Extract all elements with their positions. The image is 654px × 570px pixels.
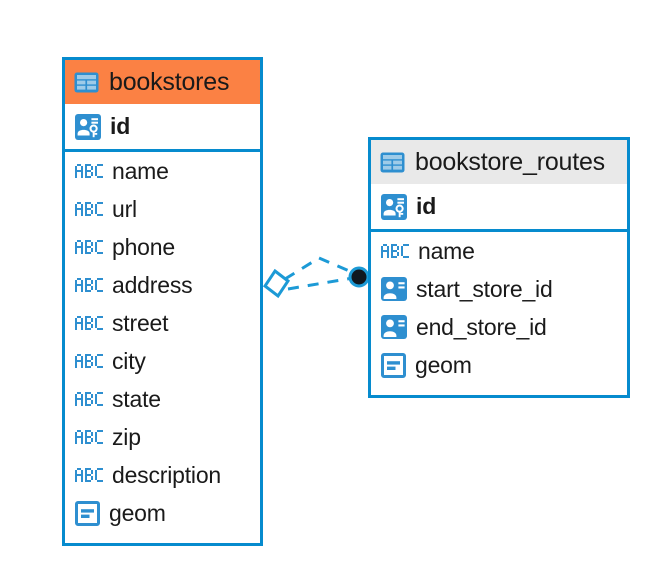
entity-header-bookstores[interactable]: bookstores (65, 60, 260, 104)
relationship-line-upper[interactable] (284, 256, 355, 281)
geometry-icon (75, 500, 100, 526)
field-name: geom (109, 499, 166, 526)
field-row-end-store-id[interactable]: end_store_id (371, 308, 627, 346)
field-row-url[interactable]: url (65, 190, 260, 228)
entity-header-bookstore-routes[interactable]: bookstore_routes (371, 140, 627, 184)
field-name: name (112, 157, 169, 184)
field-name: id (416, 193, 437, 219)
field-row-geom[interactable]: geom (65, 494, 260, 532)
field-name: phone (112, 233, 175, 260)
primary-key-section: id (65, 104, 260, 152)
entity-title: bookstore_routes (415, 147, 605, 176)
entity-bookstores[interactable]: bookstores id (62, 57, 263, 546)
primary-key-section: id (371, 184, 627, 232)
field-name: url (112, 195, 137, 222)
abc-text-icon (75, 316, 103, 330)
abc-text-icon (381, 244, 409, 258)
relationship-diamond-endpoint[interactable] (262, 268, 291, 299)
field-row-geom[interactable]: geom (371, 346, 627, 384)
field-name: name (418, 237, 475, 264)
field-name: id (110, 113, 131, 139)
abc-text-icon (75, 240, 103, 254)
relationship-line-lower[interactable] (287, 276, 354, 291)
table-icon (74, 72, 99, 92)
entity-title: bookstores (109, 67, 230, 96)
field-row-id[interactable]: id (371, 184, 627, 229)
foreign-key-icon (381, 277, 407, 301)
field-row-zip[interactable]: zip (65, 418, 260, 456)
field-list: name start_store_id (371, 232, 627, 384)
abc-text-icon (75, 392, 103, 406)
field-name: city (112, 347, 146, 374)
field-name: address (112, 271, 193, 298)
field-row-street[interactable]: street (65, 304, 260, 342)
geometry-icon (381, 352, 406, 378)
field-list: name url (65, 152, 260, 532)
abc-text-icon (75, 202, 103, 216)
field-name: street (112, 309, 169, 336)
field-row-start-store-id[interactable]: start_store_id (371, 270, 627, 308)
field-row-city[interactable]: city (65, 342, 260, 380)
field-name: description (112, 461, 222, 488)
field-name: state (112, 385, 161, 412)
primary-key-icon (75, 113, 101, 140)
field-name: geom (415, 351, 472, 378)
abc-text-icon (75, 278, 103, 292)
abc-text-icon (75, 468, 103, 482)
field-row-description[interactable]: description (65, 456, 260, 494)
relationship-circle-endpoint[interactable] (348, 266, 370, 288)
foreign-key-icon (381, 315, 407, 339)
field-row-id[interactable]: id (65, 104, 260, 149)
abc-text-icon (75, 430, 103, 444)
table-icon (380, 152, 405, 172)
primary-key-icon (381, 193, 407, 220)
field-name: start_store_id (416, 275, 553, 302)
field-row-name[interactable]: name (65, 152, 260, 190)
field-name: end_store_id (416, 313, 547, 340)
field-row-name[interactable]: name (371, 232, 627, 270)
field-row-phone[interactable]: phone (65, 228, 260, 266)
field-row-address[interactable]: address (65, 266, 260, 304)
field-name: zip (112, 423, 141, 450)
abc-text-icon (75, 164, 103, 178)
field-row-state[interactable]: state (65, 380, 260, 418)
entity-bookstore-routes[interactable]: bookstore_routes id (368, 137, 630, 398)
abc-text-icon (75, 354, 103, 368)
